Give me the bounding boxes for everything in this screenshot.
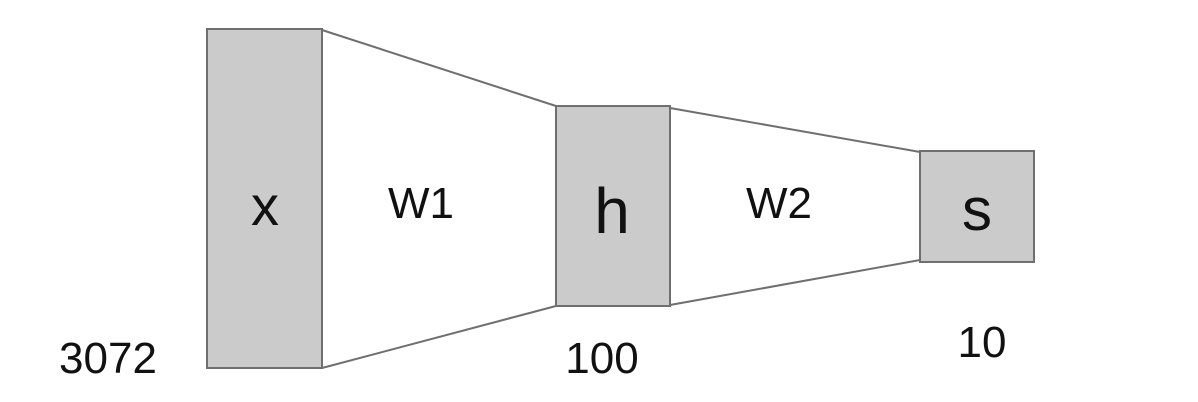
size-label-h: 100 bbox=[565, 334, 638, 383]
layer-h-symbol: h bbox=[594, 175, 630, 247]
connector-h-s-top bbox=[669, 107, 921, 153]
layer-s-symbol: s bbox=[962, 176, 992, 243]
weight-label-w2: W2 bbox=[746, 179, 812, 228]
layer-s: s bbox=[919, 150, 1035, 263]
layer-s-box bbox=[919, 150, 1035, 263]
layer-h-box bbox=[555, 105, 671, 307]
layer-x: x bbox=[206, 28, 323, 369]
connector-x-h-bottom bbox=[321, 305, 557, 369]
layer-x-symbol: x bbox=[251, 174, 279, 237]
layer-h: h bbox=[555, 105, 671, 307]
connector-h-s-bottom bbox=[669, 259, 921, 306]
layer-x-box bbox=[206, 28, 323, 369]
size-label-s: 10 bbox=[958, 318, 1007, 367]
size-label-x: 3072 bbox=[59, 334, 157, 383]
weight-label-w1: W1 bbox=[388, 179, 454, 228]
connector-x-h-top bbox=[321, 29, 557, 107]
